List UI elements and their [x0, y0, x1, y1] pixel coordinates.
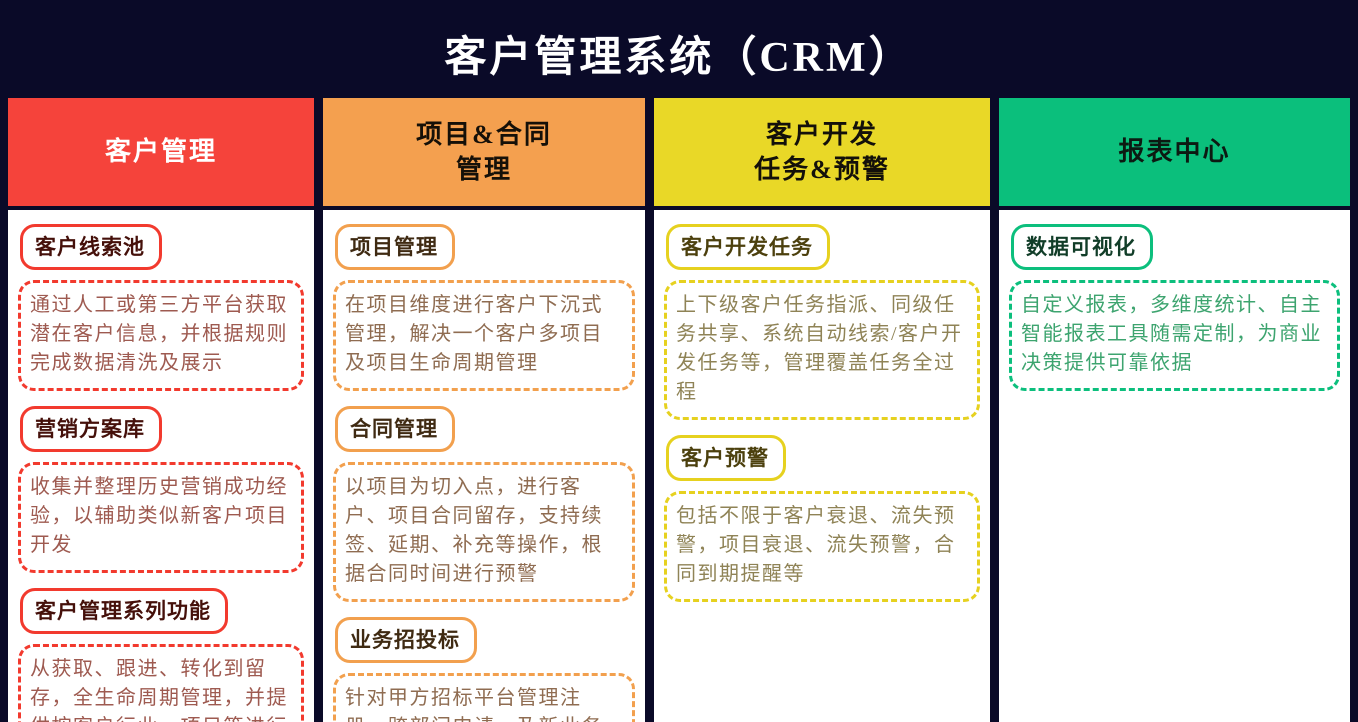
- column-header-line: 项目&合同: [416, 119, 552, 149]
- feature-description-box: 自定义报表，多维度统计、自主智能报表工具随需定制，为商业决策提供可靠依据: [1009, 280, 1340, 391]
- feature-description-box: 针对甲方招标平台管理注册、跨部门申请，及新业务投标评估与申请: [333, 673, 635, 722]
- feature-label-box: 合同管理: [335, 406, 455, 452]
- feature-label-box: 项目管理: [335, 224, 455, 270]
- column-header-customer-management: 客户管理: [8, 98, 314, 206]
- feature-label-box: 营销方案库: [20, 406, 162, 452]
- column-customer-development-tasks-alerts: 客户开发任务&预警客户开发任务上下级客户任务指派、同级任务共享、系统自动线索/客…: [654, 98, 990, 722]
- column-report-center: 报表中心数据可视化自定义报表，多维度统计、自主智能报表工具随需定制，为商业决策提…: [999, 98, 1350, 722]
- column-customer-management: 客户管理客户线索池通过人工或第三方平台获取潜在客户信息，并根据规则完成数据清洗及…: [8, 98, 314, 722]
- feature-label-box: 客户开发任务: [666, 224, 830, 270]
- feature-label-row: 客户管理系列功能: [18, 586, 304, 644]
- column-project-contract-management: 项目&合同管理项目管理在项目维度进行客户下沉式管理，解决一个客户多项目及项目生命…: [323, 98, 645, 722]
- column-header-line: 管理: [455, 155, 512, 184]
- feature-label-row: 业务招投标: [333, 615, 635, 673]
- feature-label-row: 客户开发任务: [664, 222, 980, 280]
- feature-label-row: 营销方案库: [18, 404, 304, 462]
- feature-description-box: 在项目维度进行客户下沉式管理，解决一个客户多项目及项目生命周期管理: [333, 280, 635, 391]
- feature-description-box: 以项目为切入点，进行客户、项目合同留存，支持续签、延期、补充等操作，根据合同时间…: [333, 462, 635, 602]
- column-header-project-contract-management: 项目&合同管理: [323, 98, 645, 206]
- feature-label-row: 合同管理: [333, 404, 635, 462]
- feature-label-box: 数据可视化: [1011, 224, 1153, 270]
- feature-description-box: 收集并整理历史营销成功经验，以辅助类似新客户项目开发: [18, 462, 304, 573]
- feature-label-row: 项目管理: [333, 222, 635, 280]
- column-body-project-contract-management: 项目管理在项目维度进行客户下沉式管理，解决一个客户多项目及项目生命周期管理合同管…: [323, 210, 645, 722]
- feature-label-box: 业务招投标: [335, 617, 477, 663]
- column-header-line: 报表中心: [1118, 137, 1231, 167]
- feature-description-box: 包括不限于客户衰退、流失预警，项目衰退、流失预警，合同到期提醒等: [664, 491, 980, 602]
- column-header-customer-development-tasks-alerts: 客户开发任务&预警: [654, 98, 990, 206]
- feature-label-box: 客户预警: [666, 435, 786, 481]
- columns-container: 客户管理客户线索池通过人工或第三方平台获取潜在客户信息，并根据规则完成数据清洗及…: [8, 98, 1350, 722]
- feature-label-box: 客户管理系列功能: [20, 588, 228, 634]
- feature-label-row: 客户预警: [664, 433, 980, 491]
- feature-description-box: 上下级客户任务指派、同级任务共享、系统自动线索/客户开发任务等，管理覆盖任务全过…: [664, 280, 980, 420]
- feature-label-row: 数据可视化: [1009, 222, 1340, 280]
- column-header-line: 客户管理: [104, 137, 217, 167]
- column-body-report-center: 数据可视化自定义报表，多维度统计、自主智能报表工具随需定制，为商业决策提供可靠依…: [999, 210, 1350, 722]
- page-title: 客户管理系统（CRM）: [444, 34, 914, 81]
- column-header-report-center: 报表中心: [999, 98, 1350, 206]
- column-header-line: 客户开发: [765, 119, 878, 149]
- feature-label-box: 客户线索池: [20, 224, 162, 270]
- feature-description-box: 通过人工或第三方平台获取潜在客户信息，并根据规则完成数据清洗及展示: [18, 280, 304, 391]
- feature-description-box: 从获取、跟进、转化到留存，全生命周期管理，并提供按客户行业、项目等进行分类: [18, 644, 304, 722]
- column-body-customer-management: 客户线索池通过人工或第三方平台获取潜在客户信息，并根据规则完成数据清洗及展示营销…: [8, 210, 314, 722]
- column-body-customer-development-tasks-alerts: 客户开发任务上下级客户任务指派、同级任务共享、系统自动线索/客户开发任务等，管理…: [654, 210, 990, 722]
- feature-label-row: 客户线索池: [18, 222, 304, 280]
- column-header-line: 任务&预警: [754, 155, 890, 184]
